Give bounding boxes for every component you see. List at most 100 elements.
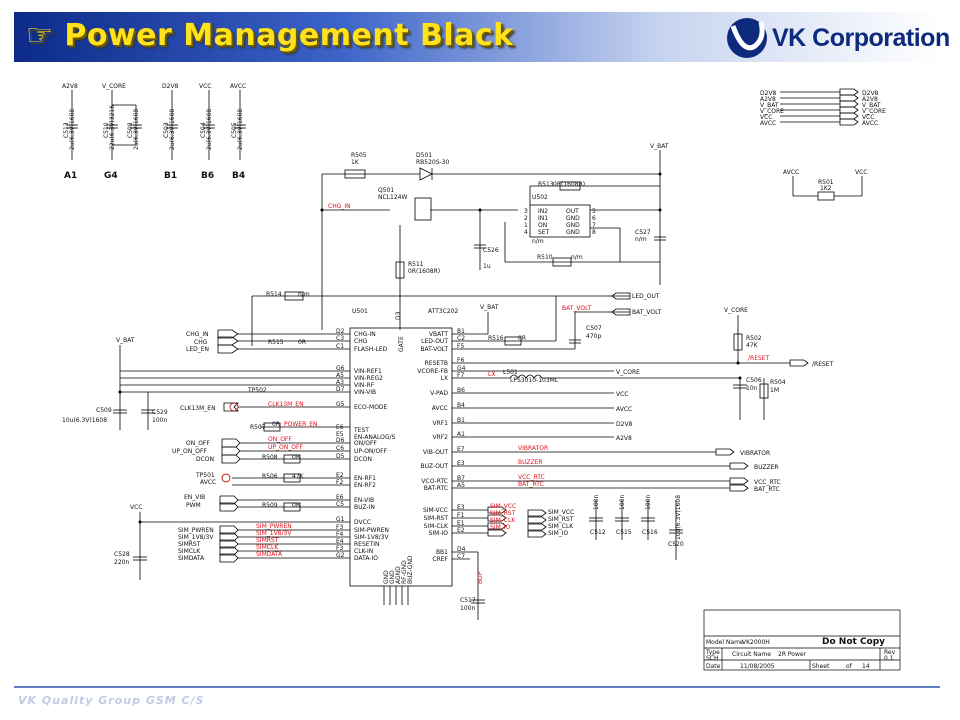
label-left-nets-c529: C529 xyxy=(152,409,168,416)
label-top-q501-val: NCL124W xyxy=(378,194,407,201)
label-u501-right-pins-2-name: BAT-VOLT xyxy=(420,346,448,353)
label-u501-right-pins-16-ball: E1 xyxy=(457,520,465,527)
label-caps-0-ball: A1 xyxy=(64,171,77,181)
label-u501-left-pins-3-name: VIN-REF1 xyxy=(354,368,382,375)
label-right-nets-lx: LX xyxy=(488,371,495,378)
label-right-nets-sim-out-0: SIM_VCC xyxy=(548,509,574,516)
label-left-nets-r506-val: 47K xyxy=(292,473,305,480)
label-right-nets-c507-val: 470p xyxy=(586,333,601,340)
label-titleblock-circuit-label: Circuit Name xyxy=(732,651,771,658)
label-u501-d3: D3 xyxy=(395,311,402,320)
label-top-d501: D501 xyxy=(416,152,432,159)
label-u501-left-pins-18-name: SIM-PWREN xyxy=(354,527,389,534)
label-top-r511-val: 0R(1608R) xyxy=(408,268,440,275)
label-left-nets-r515: R515 xyxy=(268,339,284,346)
label-right-nets-vibrator: VIBRATOR xyxy=(518,445,548,452)
label-offpage-left-1: A2V8 xyxy=(760,96,776,103)
label-u501-right-pins-4-name: VCORE-FB xyxy=(417,368,448,375)
label-left-nets-r507: R507 xyxy=(250,424,266,431)
label-u501-left-pins-0-ball: D2 xyxy=(336,328,345,335)
label-u501-left-pins-16-ball: C5 xyxy=(336,501,344,508)
label-caps-0-val: 2u(6.3V)1608 xyxy=(69,109,76,150)
label-left-nets-c528-val: 220n xyxy=(114,559,129,566)
label-u501-right-pins-14-ball: E3 xyxy=(457,504,465,511)
label-right-nets-l501: L501 xyxy=(503,369,518,376)
label-u501-bottom-pins-3: RF-GND xyxy=(401,560,408,584)
label-left-nets-pwm: PWM xyxy=(186,502,201,509)
label-left-nets-on-off: ON_OFF xyxy=(186,440,210,447)
label-right-nets-sim-out-3: SIM_IO xyxy=(548,530,569,537)
label-left-nets-sim-0: SIM_PWREN xyxy=(256,523,292,530)
label-caps-1-ball: G4 xyxy=(104,171,118,181)
label-right-nets-r504-val: 1M xyxy=(770,387,779,394)
label-left-nets-r509-val: 0R xyxy=(292,502,300,509)
label-u501-right-pins-3-name: RESETB xyxy=(425,360,448,367)
label-right-nets-c520: C520 xyxy=(668,541,684,548)
label-top-r514: R514 xyxy=(266,291,282,298)
label-u501-left-pins-21-name: CLK-IN xyxy=(354,548,373,555)
label-left-nets-on-off: ON_OFF xyxy=(268,436,292,443)
label-right-nets-c516-val: 100n xyxy=(645,495,652,510)
label-caps-1-val: 22u(6.3V)3216 xyxy=(109,105,116,150)
label-right-nets-c515: C515 xyxy=(616,529,632,536)
label-u501-right-pins-15-ball: F1 xyxy=(457,512,464,519)
label-u501-right-pins-6-name: V-PAD xyxy=(430,390,448,397)
title-block xyxy=(703,609,901,671)
label-u501-left-pins-15-name: EN-VIB xyxy=(354,497,374,504)
label-u502-pins-left-nums-0: 3 xyxy=(524,208,528,215)
label-u501-left-pins-20-name: RESETIN xyxy=(354,541,379,548)
label-u502-pins-right-nums-2: 7 xyxy=(592,222,596,229)
label-offpage-right-2: V_BAT xyxy=(862,102,881,109)
label-left-nets-sim-2: SIMRST xyxy=(256,537,279,544)
label-offpage-right-3: V_CORE xyxy=(862,108,886,115)
label-left-nets-chg-in: CHG_IN xyxy=(186,331,209,338)
label-u501-left-pins-22-name: DATA-IO xyxy=(354,555,378,562)
label-u501-left-pins-17-name: DVCC xyxy=(354,519,371,526)
label-u501-left-pins-3-ball: G6 xyxy=(336,365,345,372)
label-u501-left-pins-6-name: VIN-VIB xyxy=(354,389,376,396)
label-u501-right-pins-17-name: SIM-IO xyxy=(429,530,449,537)
label-u501-right-pins-8-ball: B1 xyxy=(457,417,465,424)
label-u501-right-pins-17-ball: E2 xyxy=(457,527,465,534)
label-u501-right-pins-16-name: SIM-CLK xyxy=(424,523,449,530)
label-right-nets-c517-val: 100n xyxy=(460,605,475,612)
label-right-nets-sim-r-0: SIM_VCC xyxy=(490,503,516,510)
label-right-nets-sim-out-2: SIM_CLK xyxy=(548,523,574,530)
label-offpage-left-5: AVCC xyxy=(760,120,776,127)
label-right-nets-c512: C512 xyxy=(590,529,606,536)
logo-text: VK Corporation xyxy=(772,24,950,52)
label-left-nets-clk: CLK13M_EN xyxy=(180,405,216,412)
label-left-nets-sim-1: SIM_1V8/3V xyxy=(256,530,292,537)
label-left-nets-tp502: TP502 xyxy=(247,387,267,394)
label-titleblock-rev: 0.1 xyxy=(884,655,894,662)
label-right-nets-r504: R504 xyxy=(770,379,786,386)
label-right-nets-bat-volt: BAT_VOLT xyxy=(562,305,592,312)
label-u501-right-pins-19-name: CREF xyxy=(432,556,448,563)
label-caps-3-ref: C503 xyxy=(163,122,170,138)
label-left-nets-r515-val: 0R xyxy=(298,339,306,346)
label-u502-pins-right-3: GND xyxy=(566,229,580,236)
label-u501-bottom-pins-2: AGND xyxy=(395,566,402,584)
label-u501-right-pins-1-ball: C2 xyxy=(457,335,465,342)
label-u501-bottom-pins-0: GND xyxy=(383,570,390,584)
label-u501-left-pins-12-ball: D5 xyxy=(336,453,345,460)
label-u501-right-pins-18-ball: D4 xyxy=(457,546,466,553)
label-u502-pins-right-nums-3: 8 xyxy=(592,229,596,236)
label-titleblock-r1: of xyxy=(846,663,853,670)
label-caps-0-net: A2V8 xyxy=(62,83,78,90)
label-right-nets-reset-out: /RESET xyxy=(812,361,834,368)
label-u501-ref: U501 xyxy=(352,308,368,315)
label-caps-3-val: 2u(6.3V)1608 xyxy=(169,109,176,150)
label-top-r511: R511 xyxy=(408,261,424,268)
label-left-nets-sim-4: SIMDATA xyxy=(256,551,283,558)
label-u501-left-pins-7-ball: G5 xyxy=(336,401,345,408)
label-offpage-left-0: D2V8 xyxy=(760,90,777,97)
label-u501-right-pins-3-ball: F6 xyxy=(457,357,464,364)
label-u501-left-pins-2-ball: C1 xyxy=(336,343,344,350)
label-offpage-left-3: V_CORE xyxy=(760,108,784,115)
label-left-nets-sim-1: SIM_1V8/3V xyxy=(178,534,214,541)
label-caps-5-val: 2u(6.3V)1608 xyxy=(237,109,244,150)
label-right-nets-r516: R516 xyxy=(488,335,504,342)
label-u502-pins-left-2: ON xyxy=(538,222,547,229)
